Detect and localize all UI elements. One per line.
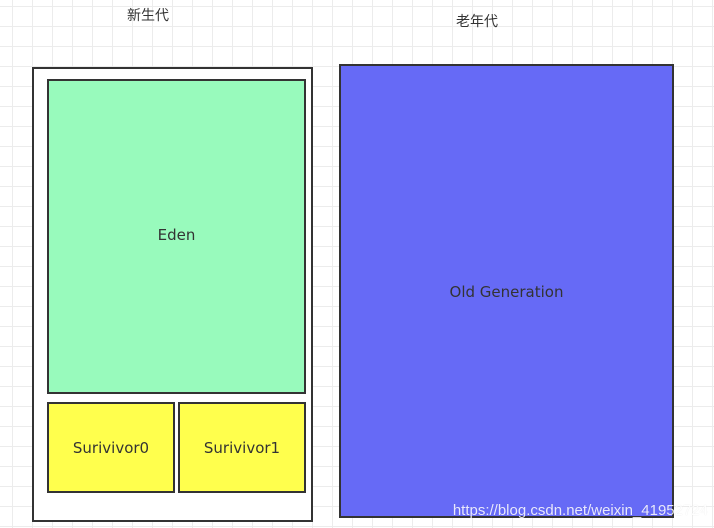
eden-region: Eden [47,79,306,394]
eden-label: Eden [157,225,196,244]
survivor1-region: Surivivor1 [178,402,306,493]
survivor0-label: Surivivor0 [72,438,150,457]
survivor1-label: Surivivor1 [203,438,281,457]
young-generation-label: 新生代 [127,8,169,24]
old-generation-label: 老年代 [456,14,498,30]
old-generation-region-label: Old Generation [449,283,564,301]
survivor0-region: Surivivor0 [47,402,175,493]
old-generation-region: Old Generation [339,64,674,518]
watermark: https://blog.csdn.net/weixin_41952724 [452,502,708,519]
